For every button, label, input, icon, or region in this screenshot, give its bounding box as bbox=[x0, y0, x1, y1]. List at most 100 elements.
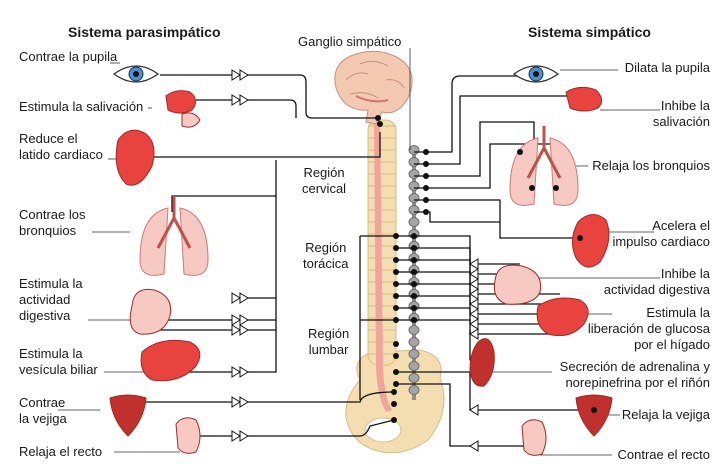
left-label-gallbladder-line2: vesícula biliar bbox=[19, 362, 98, 378]
left-label-bladder-line1: Contrae bbox=[19, 395, 67, 411]
nerve-left-heart bbox=[150, 132, 380, 157]
arrow-head bbox=[232, 315, 240, 325]
lung-left bbox=[140, 208, 168, 275]
arrow-head bbox=[470, 309, 478, 319]
right-label-digestion-line1: Inhibe la bbox=[604, 266, 710, 282]
right-label-kidney: Secreción de adrenalina y norepinefrina … bbox=[560, 359, 710, 391]
arrow-head bbox=[470, 441, 478, 451]
liver-icon bbox=[537, 298, 588, 336]
arrow-head bbox=[470, 259, 478, 269]
right-label-liver-line2: liberación de glucosa bbox=[588, 321, 710, 337]
arrow-head bbox=[470, 269, 478, 279]
synapse-dot bbox=[393, 257, 399, 263]
synapse-dot bbox=[423, 197, 429, 203]
right-label-bladder: Relaja la vejiga bbox=[622, 407, 710, 423]
eye-icon bbox=[114, 66, 158, 82]
nerve-left-stomach2 bbox=[160, 320, 276, 330]
arrow-head bbox=[232, 70, 240, 80]
ganglion-label: Ganglio simpático bbox=[298, 34, 401, 50]
right-label-digestion-line2: actividad digestiva bbox=[604, 282, 710, 298]
eye-pupil bbox=[133, 71, 139, 77]
synapse-dot bbox=[393, 269, 399, 275]
left-label-bladder: Contrae la vejiga bbox=[19, 395, 67, 427]
sympathetic-header: Sistema simpático bbox=[528, 24, 651, 40]
left-label-bronchi-line2: bronquios bbox=[19, 223, 85, 239]
stomach-icon bbox=[130, 289, 170, 334]
rectum-icon bbox=[176, 418, 200, 454]
left-label-digestion-line2: actividad bbox=[19, 292, 83, 308]
right-label-liver-line3: por el hígado bbox=[588, 337, 710, 353]
synapse-dot bbox=[393, 317, 399, 323]
lung-right bbox=[550, 138, 578, 205]
synapse-dot bbox=[393, 369, 399, 375]
synapse-dot bbox=[411, 305, 417, 311]
ganglion-node bbox=[409, 206, 419, 215]
left-label-digestion-line1: Estimula la bbox=[19, 276, 83, 292]
right-label-pupil: Dilata la pupila bbox=[625, 60, 710, 76]
ganglion-node bbox=[409, 386, 419, 395]
lung-right bbox=[180, 208, 208, 275]
right-label-heart-line1: Acelera el bbox=[612, 218, 710, 234]
left-label-bronchi-line1: Contrae los bbox=[19, 207, 85, 223]
nerve-right-eye bbox=[414, 76, 520, 152]
left-label-bladder-line2: la vejiga bbox=[19, 411, 67, 427]
synapse-dot bbox=[517, 149, 523, 155]
ganglion-node bbox=[409, 338, 419, 347]
synapse-dot bbox=[377, 121, 383, 127]
synapse-dot bbox=[423, 161, 429, 167]
ganglion-node bbox=[409, 350, 419, 359]
synapse-dot bbox=[393, 381, 399, 387]
parasympathetic-header: Sistema parasimpático bbox=[68, 24, 221, 40]
arrow-head bbox=[470, 319, 478, 329]
lungs-icon bbox=[510, 126, 578, 205]
region-thoracic: Región torácica bbox=[303, 240, 349, 272]
left-label-gallbladder: Estimula la vesícula biliar bbox=[19, 346, 98, 378]
synapse-dot bbox=[391, 401, 397, 407]
synapse-dot bbox=[393, 353, 399, 359]
heart-icon bbox=[572, 214, 608, 267]
left-label-gallbladder-line1: Estimula la bbox=[19, 346, 98, 362]
nerve-left-salivary bbox=[196, 100, 296, 118]
brain bbox=[335, 51, 412, 124]
arrow-head bbox=[240, 70, 248, 80]
left-label-digestion-line3: digestiva bbox=[19, 308, 83, 324]
synapse-dot bbox=[375, 115, 381, 121]
arrow-head bbox=[240, 397, 248, 407]
synapse-dot bbox=[393, 233, 399, 239]
right-label-digestion: Inhibe la actividad digestiva bbox=[604, 266, 710, 298]
synapse-dot bbox=[393, 293, 399, 299]
synapse-dot bbox=[411, 269, 417, 275]
right-label-salivation-line2: salivación bbox=[653, 114, 710, 130]
ganglion-node bbox=[409, 218, 419, 227]
synapse-dot bbox=[391, 389, 397, 395]
synapse-dot bbox=[393, 281, 399, 287]
synapse-dot bbox=[529, 185, 535, 191]
rectum-icon bbox=[522, 420, 546, 456]
region-thoracic-line1: Región bbox=[303, 240, 349, 256]
left-label-heart: Reduce el latido cardiaco bbox=[19, 131, 103, 163]
arrow-head bbox=[470, 279, 478, 289]
ganglion-node bbox=[409, 170, 419, 179]
synapse-dot bbox=[423, 185, 429, 191]
salivary-gland-icon bbox=[566, 87, 602, 111]
synapse-dot bbox=[393, 341, 399, 347]
synapse-dot bbox=[411, 293, 417, 299]
synapse-dot bbox=[411, 281, 417, 287]
right-label-liver: Estimula la liberación de glucosa por el… bbox=[588, 305, 710, 353]
ganglion-node bbox=[409, 362, 419, 371]
arrow-head bbox=[240, 315, 248, 325]
synapse-dot bbox=[577, 235, 583, 241]
heart-icon bbox=[116, 130, 154, 185]
arrow-head bbox=[240, 293, 248, 303]
synapse-dot bbox=[391, 417, 397, 423]
stomach-icon bbox=[494, 265, 540, 304]
salivary-gland-part bbox=[182, 113, 200, 127]
arrow-head bbox=[470, 289, 478, 299]
synapse-dot bbox=[591, 407, 597, 413]
right-label-rectum-line1: Contrae el recto bbox=[618, 447, 711, 463]
ganglion-node bbox=[409, 158, 419, 167]
right-label-rectum: Contrae el recto bbox=[618, 447, 711, 463]
region-cervical-line2: cervical bbox=[302, 181, 346, 197]
eye-pupil bbox=[533, 71, 539, 77]
